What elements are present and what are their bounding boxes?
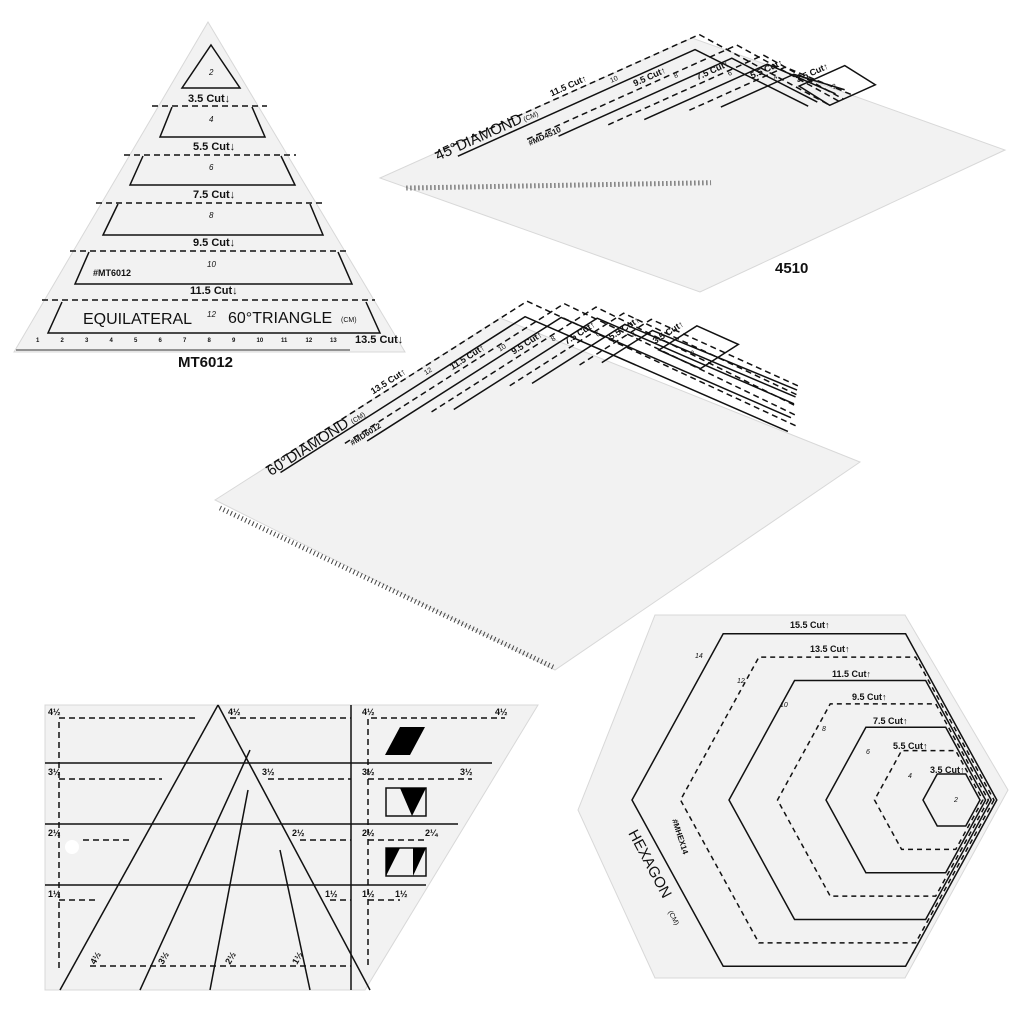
size-label: 14	[695, 653, 703, 660]
mark-label: 3½	[262, 767, 275, 777]
ruler-number: 13	[330, 338, 337, 344]
cut-label: 7.5 Cut↑	[562, 319, 596, 346]
mark-label: 4½	[495, 707, 508, 717]
cut-label: 5.5 Cut↑	[893, 741, 928, 751]
hexagon-ring	[873, 749, 984, 851]
cut-label: 5.5 Cut↓	[193, 141, 235, 153]
ruler-number: 4	[110, 338, 114, 344]
mark-label: 1½	[48, 889, 61, 899]
mark-label: 3½	[48, 767, 61, 777]
size-label: 10	[497, 343, 507, 353]
model-label: 4510	[775, 260, 808, 277]
size-label: 8	[550, 335, 557, 343]
size-label: 12	[423, 367, 433, 377]
title-left: EQUILATERAL	[83, 311, 192, 328]
size-label: 8	[209, 211, 214, 220]
hexagon-ruler: 15.5 Cut↑ 13.5 Cut↑ 11.5 Cut↑ 9.5 Cut↑ 7…	[577, 614, 1009, 979]
size-label: 2	[690, 350, 697, 358]
size-label: 6	[727, 70, 734, 78]
cut-label: 7.5 Cut↓	[193, 189, 235, 201]
size-label: 10	[780, 702, 788, 709]
ruler-number: 3	[85, 338, 89, 344]
ruler-number: 2	[61, 338, 65, 344]
hexagon-ring	[922, 773, 981, 827]
cut-label: 15.5 Cut↑	[790, 620, 830, 630]
mark-label: 3½	[460, 767, 473, 777]
triangle-ruler: 3.5 Cut↓ 5.5 Cut↓ 7.5 Cut↓ 9.5 Cut↓ 11.5…	[13, 21, 406, 371]
cut-label: 9.5 Cut↑	[852, 692, 887, 702]
product-code: #MT6012	[93, 268, 131, 278]
model-label: MT6012	[178, 354, 233, 371]
ruler-number: 8	[208, 338, 212, 344]
size-label: 10	[609, 75, 619, 85]
ruler-number: 11	[281, 338, 288, 344]
mark-label: 1½	[362, 889, 375, 899]
mark-label: 1½	[325, 889, 338, 899]
cut-label: 11.5 Cut↓	[190, 285, 238, 297]
hexagon-ring	[631, 632, 998, 968]
size-label: 12	[207, 310, 216, 319]
size-label: 6	[595, 331, 602, 339]
size-label: 8	[822, 726, 826, 733]
size-label: 4	[631, 331, 638, 339]
hexagon-ring	[679, 656, 995, 944]
ruler-number: 7	[183, 338, 187, 344]
mark-label: 2½	[48, 828, 61, 838]
mark-label: 4½	[362, 707, 375, 717]
size-label: 8	[673, 72, 680, 80]
size-label: 4	[209, 115, 214, 124]
cut-label: 13.5 Cut↑	[810, 644, 850, 654]
size-label: 2	[831, 83, 838, 91]
strip-ruler: 4½ 3½ 2½ 1½ 4½ 3½ 2½ 1½ 4½ 3½ 2½ 1½ 4½ 3…	[44, 704, 539, 991]
ruler-number: 5	[134, 338, 138, 344]
size-label: 12	[737, 678, 745, 685]
mark-label: 2¼	[425, 828, 439, 838]
cut-label: 3.5 Cut↑	[930, 765, 965, 775]
title-right: 60°TRIANGLE	[228, 310, 332, 327]
size-label: 6	[209, 163, 214, 172]
size-label: 2	[953, 797, 958, 804]
ruler-number: 10	[257, 338, 264, 344]
mark-label: 1½	[395, 889, 408, 899]
size-label: 2	[208, 68, 214, 77]
mark-label: 4½	[228, 707, 241, 717]
mark-label: 4½	[48, 707, 61, 717]
size-label: 4	[772, 74, 779, 82]
cut-label: 3.5 Cut↓	[188, 93, 230, 105]
ruler-number: 1	[36, 338, 40, 344]
cut-label: 9.5 Cut↓	[193, 237, 235, 249]
cut-label: 13.5 Cut↓	[355, 334, 403, 346]
hexagon-ring	[728, 679, 993, 921]
size-label: 10	[207, 260, 216, 269]
ruler-number: 6	[159, 338, 163, 344]
hexagon-ring	[825, 726, 987, 874]
mark-label: 3½	[362, 767, 375, 777]
size-label: 4	[908, 773, 912, 780]
hexagon-ring	[776, 703, 990, 897]
ruler-number: 9	[232, 338, 236, 344]
mark-label: 2½	[362, 828, 375, 838]
unit-label: (CM)	[341, 317, 357, 324]
cut-label: 11.5 Cut↑	[832, 669, 871, 679]
ruler-number: 12	[306, 338, 313, 344]
size-label: 6	[866, 749, 870, 756]
diamond-45-ruler: 11.5 Cut↑ 9.5 Cut↑ 7.5 Cut↑ 5.5 Cut↑ 3.5…	[378, 33, 1007, 293]
mark-label: 2½	[292, 828, 305, 838]
cut-label: 7.5 Cut↑	[873, 716, 908, 726]
